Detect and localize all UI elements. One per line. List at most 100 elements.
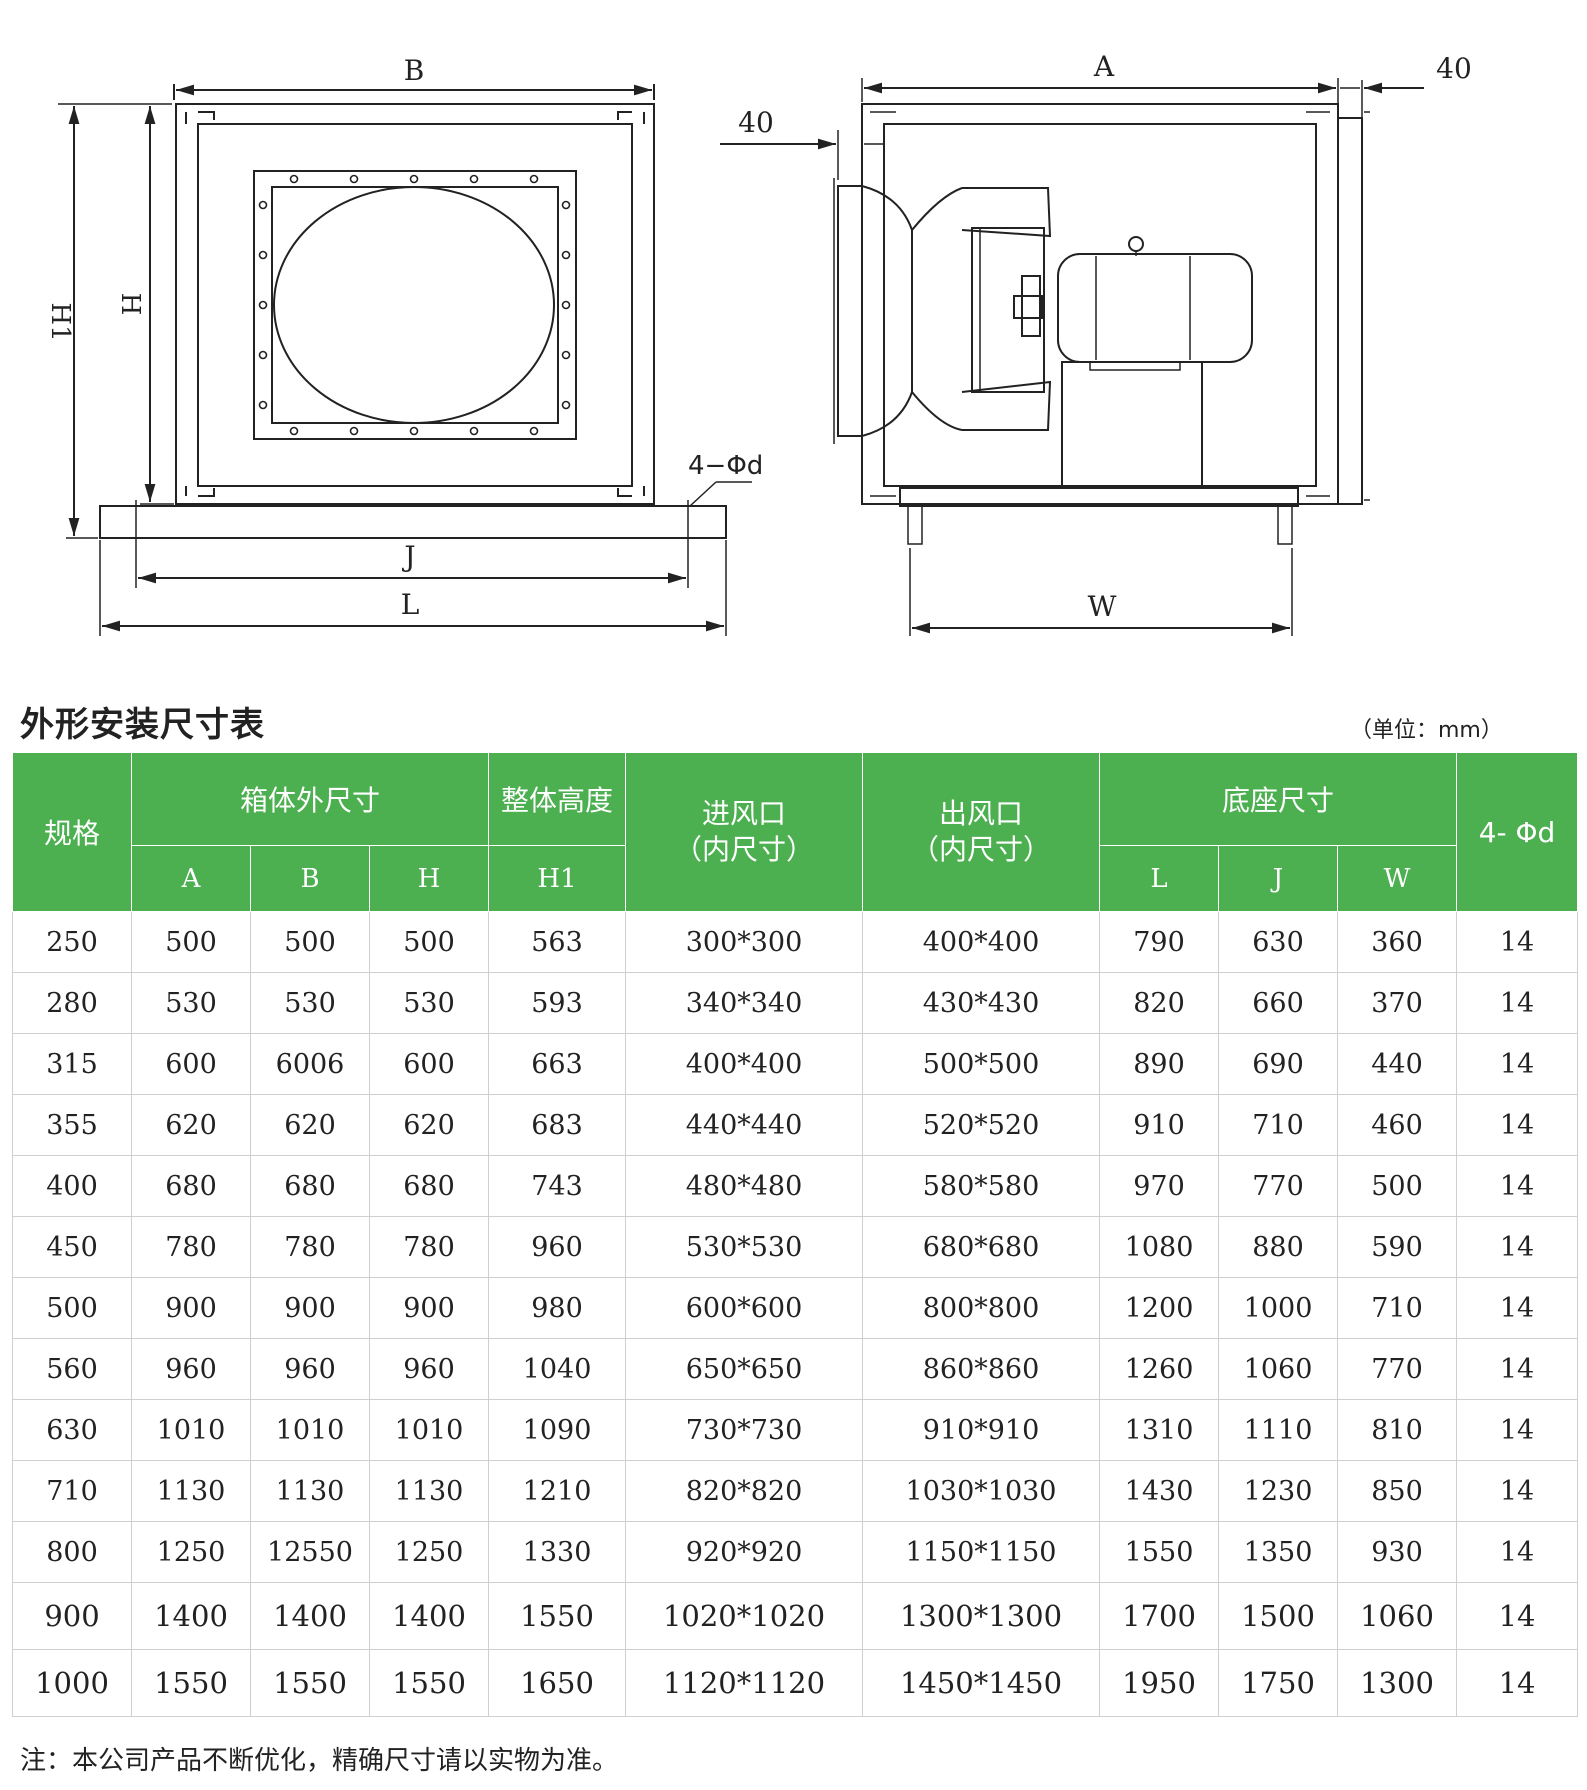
cell-holes: 14 (1456, 1338, 1579, 1400)
cell-spec: 1000 (12, 1649, 132, 1717)
cell-B: 1550 (250, 1649, 370, 1717)
cell-spec: 315 (12, 1033, 132, 1095)
cell-A: 1130 (131, 1460, 251, 1522)
cell-outlet: 580*580 (862, 1155, 1101, 1217)
cell-holes: 14 (1456, 1277, 1579, 1339)
cell-B: 500 (250, 911, 370, 973)
cell-holes: 14 (1456, 1582, 1579, 1650)
cell-H1: 663 (488, 1033, 627, 1095)
cell-B: 1010 (250, 1399, 370, 1461)
cell-spec: 560 (12, 1338, 132, 1400)
cell-L: 1080 (1099, 1216, 1220, 1278)
header-inlet-line1: 进风口 (702, 796, 787, 830)
label-B: B (404, 54, 425, 87)
cell-outlet: 910*910 (862, 1399, 1101, 1461)
cell-H1: 1210 (488, 1460, 627, 1522)
cell-H1: 1650 (488, 1649, 627, 1717)
cell-J: 710 (1218, 1094, 1339, 1156)
cell-B: 620 (250, 1094, 370, 1156)
cell-W: 770 (1337, 1338, 1458, 1400)
cell-H: 1550 (368, 1649, 490, 1717)
cell-A: 960 (131, 1338, 251, 1400)
side-view (720, 78, 1424, 636)
cell-A: 780 (131, 1216, 251, 1278)
cell-inlet: 300*300 (625, 911, 864, 973)
cell-outlet: 1150*1150 (862, 1521, 1101, 1583)
cell-A: 1400 (131, 1582, 251, 1650)
header-outlet-line1: 出风口 (939, 796, 1024, 830)
cell-outlet: 680*680 (862, 1216, 1101, 1278)
label-40-left: 40 (738, 106, 774, 139)
cell-J: 770 (1218, 1155, 1339, 1217)
cell-holes: 14 (1456, 1460, 1579, 1522)
cell-J: 630 (1218, 911, 1339, 973)
cell-L: 970 (1099, 1155, 1220, 1217)
header-outlet: 出风口 （内尺寸） (862, 752, 1101, 912)
cell-A: 1010 (131, 1399, 251, 1461)
cell-spec: 500 (12, 1277, 132, 1339)
cell-spec: 280 (12, 972, 132, 1034)
cell-L: 790 (1099, 911, 1220, 973)
cell-J: 1000 (1218, 1277, 1339, 1339)
header-H1: H1 (488, 845, 627, 912)
cell-H: 600 (368, 1033, 490, 1095)
cell-B: 680 (250, 1155, 370, 1217)
cell-inlet: 340*340 (625, 972, 864, 1034)
cell-outlet: 1450*1450 (862, 1649, 1101, 1717)
cell-B: 1400 (250, 1582, 370, 1650)
cell-L: 910 (1099, 1094, 1220, 1156)
label-40-top: 40 (1436, 52, 1472, 85)
cell-H: 680 (368, 1155, 490, 1217)
header-H: H (368, 845, 490, 912)
cell-H1: 1090 (488, 1399, 627, 1461)
cell-spec: 900 (12, 1582, 132, 1650)
cell-H1: 563 (488, 911, 627, 973)
header-height: 整体高度 (488, 752, 627, 846)
cell-W: 500 (1337, 1155, 1458, 1217)
cell-outlet: 430*430 (862, 972, 1101, 1034)
cell-B: 530 (250, 972, 370, 1034)
cell-holes: 14 (1456, 1649, 1579, 1717)
cell-B: 780 (250, 1216, 370, 1278)
cell-inlet: 820*820 (625, 1460, 864, 1522)
cell-H: 530 (368, 972, 490, 1034)
cell-A: 900 (131, 1277, 251, 1339)
cell-outlet: 1300*1300 (862, 1582, 1101, 1650)
label-W: W (1088, 590, 1117, 623)
cell-W: 590 (1337, 1216, 1458, 1278)
cell-H: 620 (368, 1094, 490, 1156)
cell-H1: 1040 (488, 1338, 627, 1400)
cell-L: 1700 (1099, 1582, 1220, 1650)
cell-holes: 14 (1456, 1155, 1579, 1217)
cell-B: 900 (250, 1277, 370, 1339)
unit-label: （单位：mm） (1350, 718, 1503, 743)
cell-J: 1500 (1218, 1582, 1339, 1650)
cell-H1: 960 (488, 1216, 627, 1278)
cell-J: 660 (1218, 972, 1339, 1034)
cell-H1: 743 (488, 1155, 627, 1217)
header-J: J (1218, 845, 1339, 912)
cell-J: 1230 (1218, 1460, 1339, 1522)
label-H1: H1 (45, 302, 75, 341)
cell-W: 360 (1337, 911, 1458, 973)
header-box: 箱体外尺寸 (130, 752, 490, 846)
cell-inlet: 400*400 (625, 1033, 864, 1095)
cell-B: 1130 (250, 1460, 370, 1522)
cell-W: 710 (1337, 1277, 1458, 1339)
header-inlet: 进风口 （内尺寸） (625, 752, 864, 912)
cell-outlet: 520*520 (862, 1094, 1101, 1156)
cell-A: 1550 (131, 1649, 251, 1717)
cell-L: 890 (1099, 1033, 1220, 1095)
header-W: W (1337, 845, 1458, 912)
cell-inlet: 480*480 (625, 1155, 864, 1217)
